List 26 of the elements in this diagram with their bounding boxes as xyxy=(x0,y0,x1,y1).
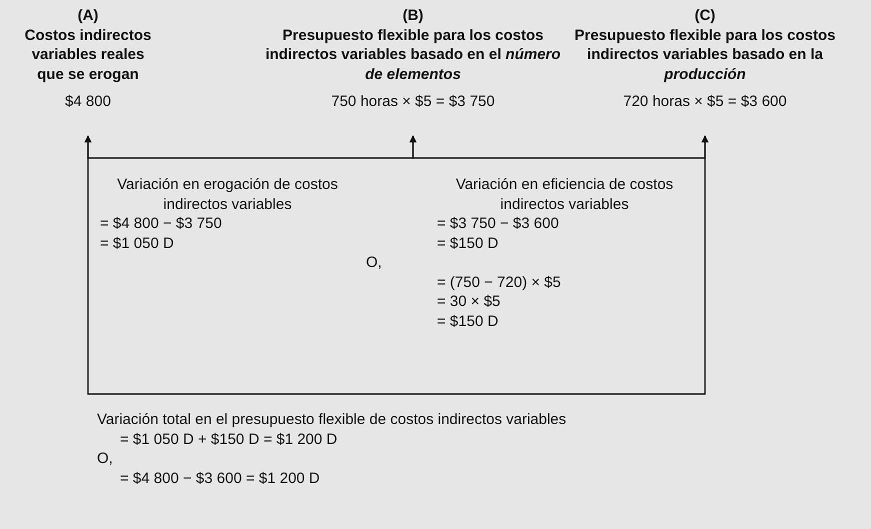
arrow xyxy=(410,135,532,159)
arrow xyxy=(450,135,708,395)
formula: = $4 800 − $3 750 xyxy=(100,214,222,234)
column-heading: Costos indirectos variables reales que se erogan xyxy=(24,26,152,84)
column-heading: Presupuesto flexible para los costos indirectos variables basado en la producción xyxy=(574,26,836,84)
formula: = $1 050 D xyxy=(100,234,174,253)
column-label: (A) xyxy=(76,6,100,26)
formula: = 30 × $5 xyxy=(437,292,500,312)
variance-label: Variación en eficiencia de costos indirectos variables xyxy=(454,175,674,214)
amount: $4 800 xyxy=(64,92,112,112)
formula: = $150 D xyxy=(437,234,498,253)
variance-label: Variación total en el presupuesto flexible de costos indirectos variables xyxy=(97,410,566,430)
column-label: (C) xyxy=(694,6,716,26)
formula: = $1 050 D + $150 D = $1 200 D xyxy=(120,430,338,449)
formula: = $3 750 − $3 600 xyxy=(437,214,559,234)
arrow xyxy=(84,135,450,395)
variance-label: Variación en erogación de costos indirectos variables xyxy=(116,175,339,214)
formula: = $4 800 − $3 600 = $1 200 D xyxy=(120,468,320,488)
amount: 750 horas × $5 = $3 750 xyxy=(330,92,496,112)
or-label: O, xyxy=(97,449,113,468)
amount: 720 horas × $5 = $3 600 xyxy=(622,92,788,112)
formula: = $150 D xyxy=(437,312,498,331)
or-label: O, xyxy=(366,253,382,272)
column-label: (B) xyxy=(402,6,424,26)
formula: = (750 − 720) × $5 xyxy=(437,272,561,292)
column-heading: Presupuesto flexible para los costos indirectos variables basado en el número de elementos xyxy=(264,26,562,84)
